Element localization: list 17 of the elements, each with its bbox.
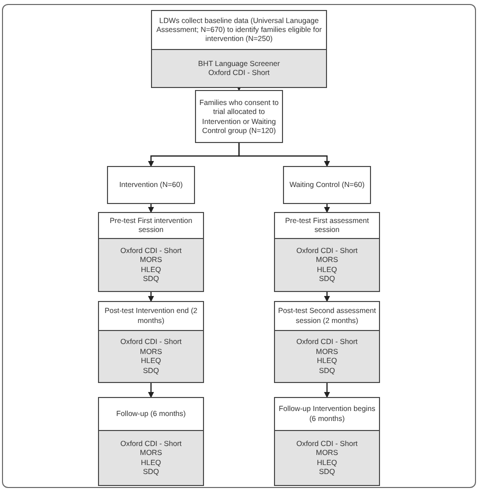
process-box — [151, 10, 327, 88]
arrow — [324, 292, 330, 302]
process-box — [283, 166, 371, 204]
process-box — [98, 212, 204, 292]
arrow — [148, 383, 154, 398]
process-box — [195, 90, 283, 143]
arrow — [238, 143, 330, 167]
process-box — [107, 166, 195, 204]
process-box — [274, 397, 380, 486]
process-box — [98, 397, 204, 486]
arrow — [148, 204, 154, 213]
arrow — [148, 292, 154, 302]
arrow — [324, 383, 330, 398]
process-box — [98, 301, 204, 383]
arrow — [324, 204, 330, 213]
process-box — [274, 301, 380, 383]
process-box — [274, 212, 380, 292]
